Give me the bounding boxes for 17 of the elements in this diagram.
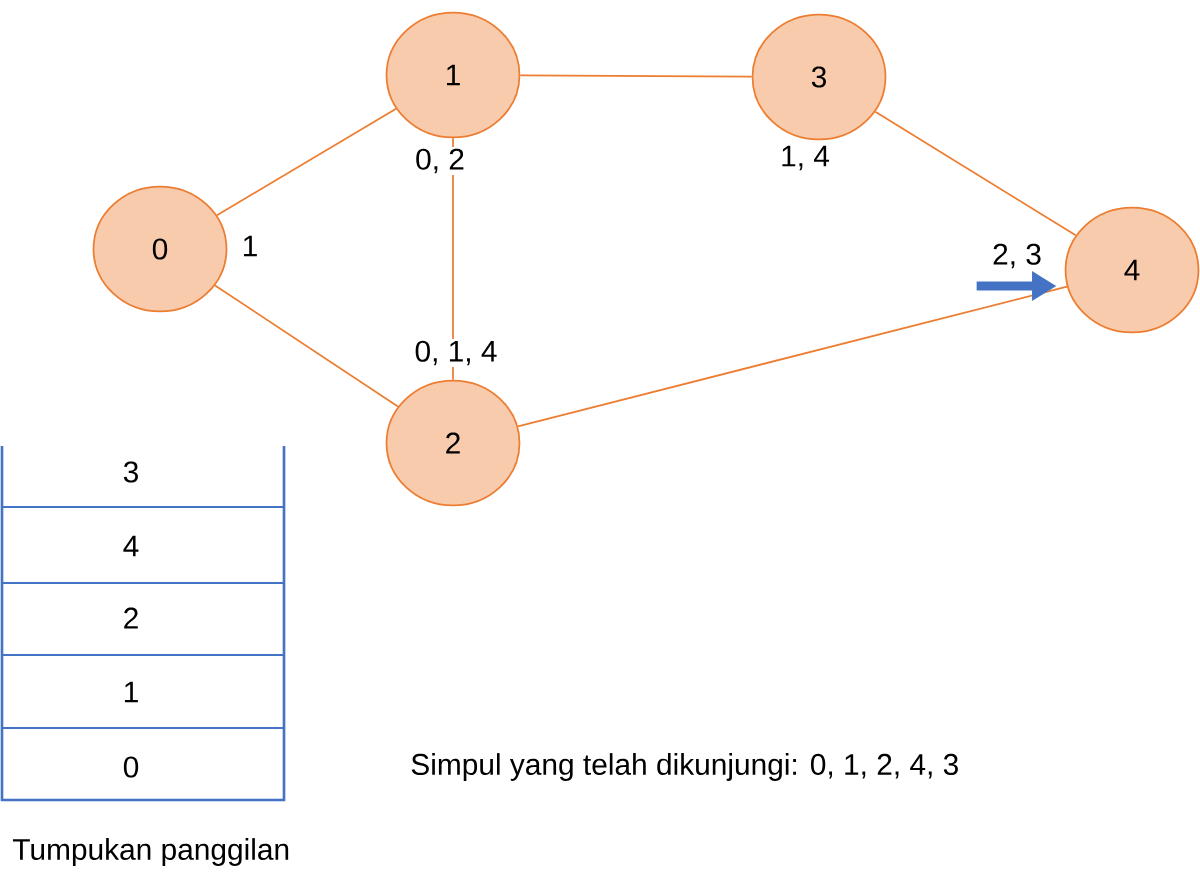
stack-entry: 3 [123, 461, 138, 483]
edge-line [517, 285, 1068, 428]
stack-entry: 2 [124, 607, 138, 629]
edge-line [519, 74, 753, 78]
visit-label: 0, 2 [413, 146, 467, 176]
visit-label: 1, 4 [778, 144, 832, 172]
visited-note: Simpul yang telah dikunjungi: 0, 1, 2, 4, 3 [411, 753, 958, 781]
stack-caption: Tumpukan panggilan [12, 838, 289, 866]
stack-entry: 4 [123, 535, 139, 557]
edge-line [216, 107, 397, 217]
edge-line [874, 110, 1077, 237]
stack-entry: 1 [125, 681, 138, 703]
visit-label: 1 [239, 233, 261, 259]
stack-entry: 0 [123, 756, 139, 778]
visit-label: 2, 3 [990, 241, 1044, 271]
edge-line [214, 284, 399, 408]
visit-label: 0, 1, 4 [412, 338, 500, 368]
